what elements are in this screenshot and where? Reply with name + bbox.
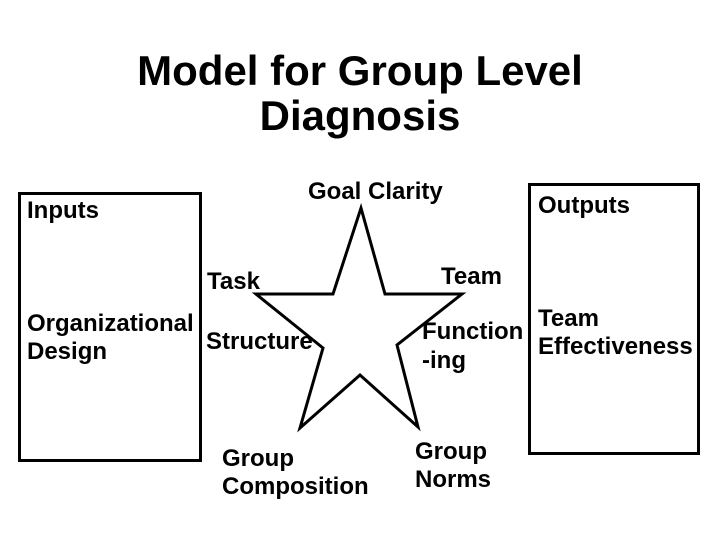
outputs-box [528, 183, 700, 455]
goal-clarity-label: Goal Clarity [308, 178, 443, 205]
inputs-box [18, 192, 202, 462]
group-composition-label: Group Composition [222, 445, 369, 501]
task-label: Task [207, 268, 260, 295]
organizational-design-line2: Design [27, 338, 108, 365]
team-label: Team [441, 263, 502, 290]
group-norms-label: Group Norms [415, 438, 491, 494]
team-effectiveness-label: Team Effectiveness [538, 305, 693, 361]
structure-label: Structure [206, 328, 313, 355]
inputs-box-header: Inputs [27, 197, 99, 224]
group-norms-line2: Norms [415, 466, 492, 493]
team-effectiveness-line2: Effectiveness [538, 333, 693, 360]
group-composition-line1: Group [222, 445, 294, 472]
outputs-box-header: Outputs [538, 192, 630, 219]
slide-title: Model for Group Level Diagnosis [0, 48, 720, 138]
group-composition-line2: Composition [222, 473, 369, 500]
slide-title-line1: Model for Group Level [137, 47, 583, 94]
functioning-line2: -ing [422, 347, 466, 374]
team-effectiveness-line1: Team [538, 305, 599, 332]
organizational-design-label: Organizational Design [27, 310, 194, 366]
slide-title-line2: Diagnosis [259, 92, 461, 139]
star-polygon [251, 202, 467, 433]
organizational-design-line1: Organizational [27, 310, 194, 337]
group-norms-line1: Group [415, 438, 487, 465]
functioning-line1: Function [422, 318, 524, 345]
functioning-label: Function -ing [422, 317, 523, 375]
